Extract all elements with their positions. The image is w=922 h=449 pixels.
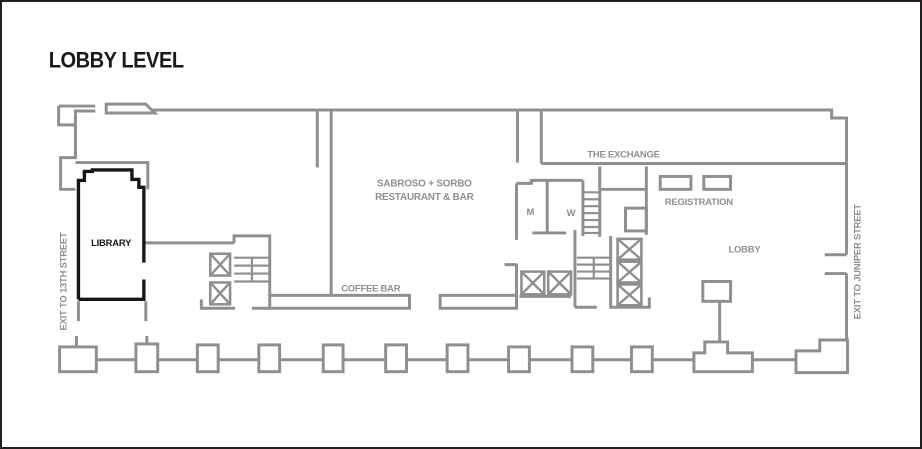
wall-block (692, 340, 754, 374)
elevator-icon (616, 260, 643, 284)
wall (573, 229, 597, 309)
library-label: LIBRARY (91, 237, 132, 248)
wall (516, 178, 583, 185)
stair-treads (576, 256, 610, 280)
exit-juniper-street-label: EXIT TO JUNIPER STREET (851, 204, 862, 320)
entry-vestibule (104, 102, 159, 115)
elevator-icon (520, 270, 546, 296)
lobby-kiosk (701, 280, 733, 342)
mens-room-label: M (527, 206, 535, 217)
column (134, 342, 160, 374)
column (384, 343, 408, 374)
kiosk (701, 280, 733, 303)
elevator-bank (609, 235, 651, 309)
coffee-bar-counter: COFFEE BAR (251, 282, 518, 310)
library-outline (78, 279, 146, 302)
column (321, 343, 345, 374)
staircase-icon (573, 229, 610, 309)
stair-treads (582, 191, 600, 235)
column (570, 345, 595, 374)
wall (75, 161, 150, 190)
page-title: LOBBY LEVEL (49, 49, 185, 73)
service-room (624, 206, 648, 233)
registration-label: REGISTRATION (665, 196, 733, 207)
page-title-text: LOBBY LEVEL (49, 49, 185, 73)
restaurant-label-line1: SABROSO + SORBO (377, 178, 472, 189)
staircase-icon (582, 191, 600, 235)
exit-13th-street-label: EXIT TO 13TH STREET (58, 232, 69, 330)
wall-block (794, 338, 850, 375)
elevator-icon (616, 283, 643, 307)
wall (609, 235, 651, 309)
restaurant-label-line2: RESTAURANT & BAR (375, 192, 473, 203)
counter (268, 293, 411, 310)
column (507, 345, 531, 374)
column-row (58, 335, 850, 375)
column (195, 343, 220, 374)
lobby-label: LOBBY (728, 244, 761, 255)
elevator-pair-west (208, 252, 232, 306)
elevator-pair-center (519, 270, 573, 298)
staircase-icon (144, 234, 272, 310)
registration-desk (702, 174, 733, 191)
library-room: LIBRARY (76, 168, 146, 302)
registration-area: REGISTRATION (658, 174, 733, 207)
wall (152, 108, 849, 164)
wall (57, 106, 76, 127)
wall (199, 299, 236, 310)
elevator-icon (546, 270, 573, 296)
coffee-bar-label: COFFEE BAR (341, 282, 401, 293)
wall (59, 109, 96, 191)
elevator-icon (208, 281, 232, 306)
registration-desk (658, 174, 693, 191)
stair-treads (234, 256, 270, 283)
column (257, 343, 282, 374)
service-room-outline (624, 206, 648, 233)
column (58, 345, 98, 374)
wall (539, 110, 847, 166)
exchange-label: THE EXCHANGE (587, 149, 659, 160)
elevator-icon (616, 237, 643, 261)
elevator-icon (208, 252, 232, 277)
restrooms: M W (516, 178, 585, 236)
column (629, 345, 654, 374)
door-jamb (76, 301, 148, 322)
womens-room-label: W (567, 207, 576, 218)
library-outline (76, 168, 146, 300)
counter (438, 293, 518, 310)
wall (824, 163, 849, 340)
column (445, 343, 470, 374)
wall (504, 183, 518, 310)
